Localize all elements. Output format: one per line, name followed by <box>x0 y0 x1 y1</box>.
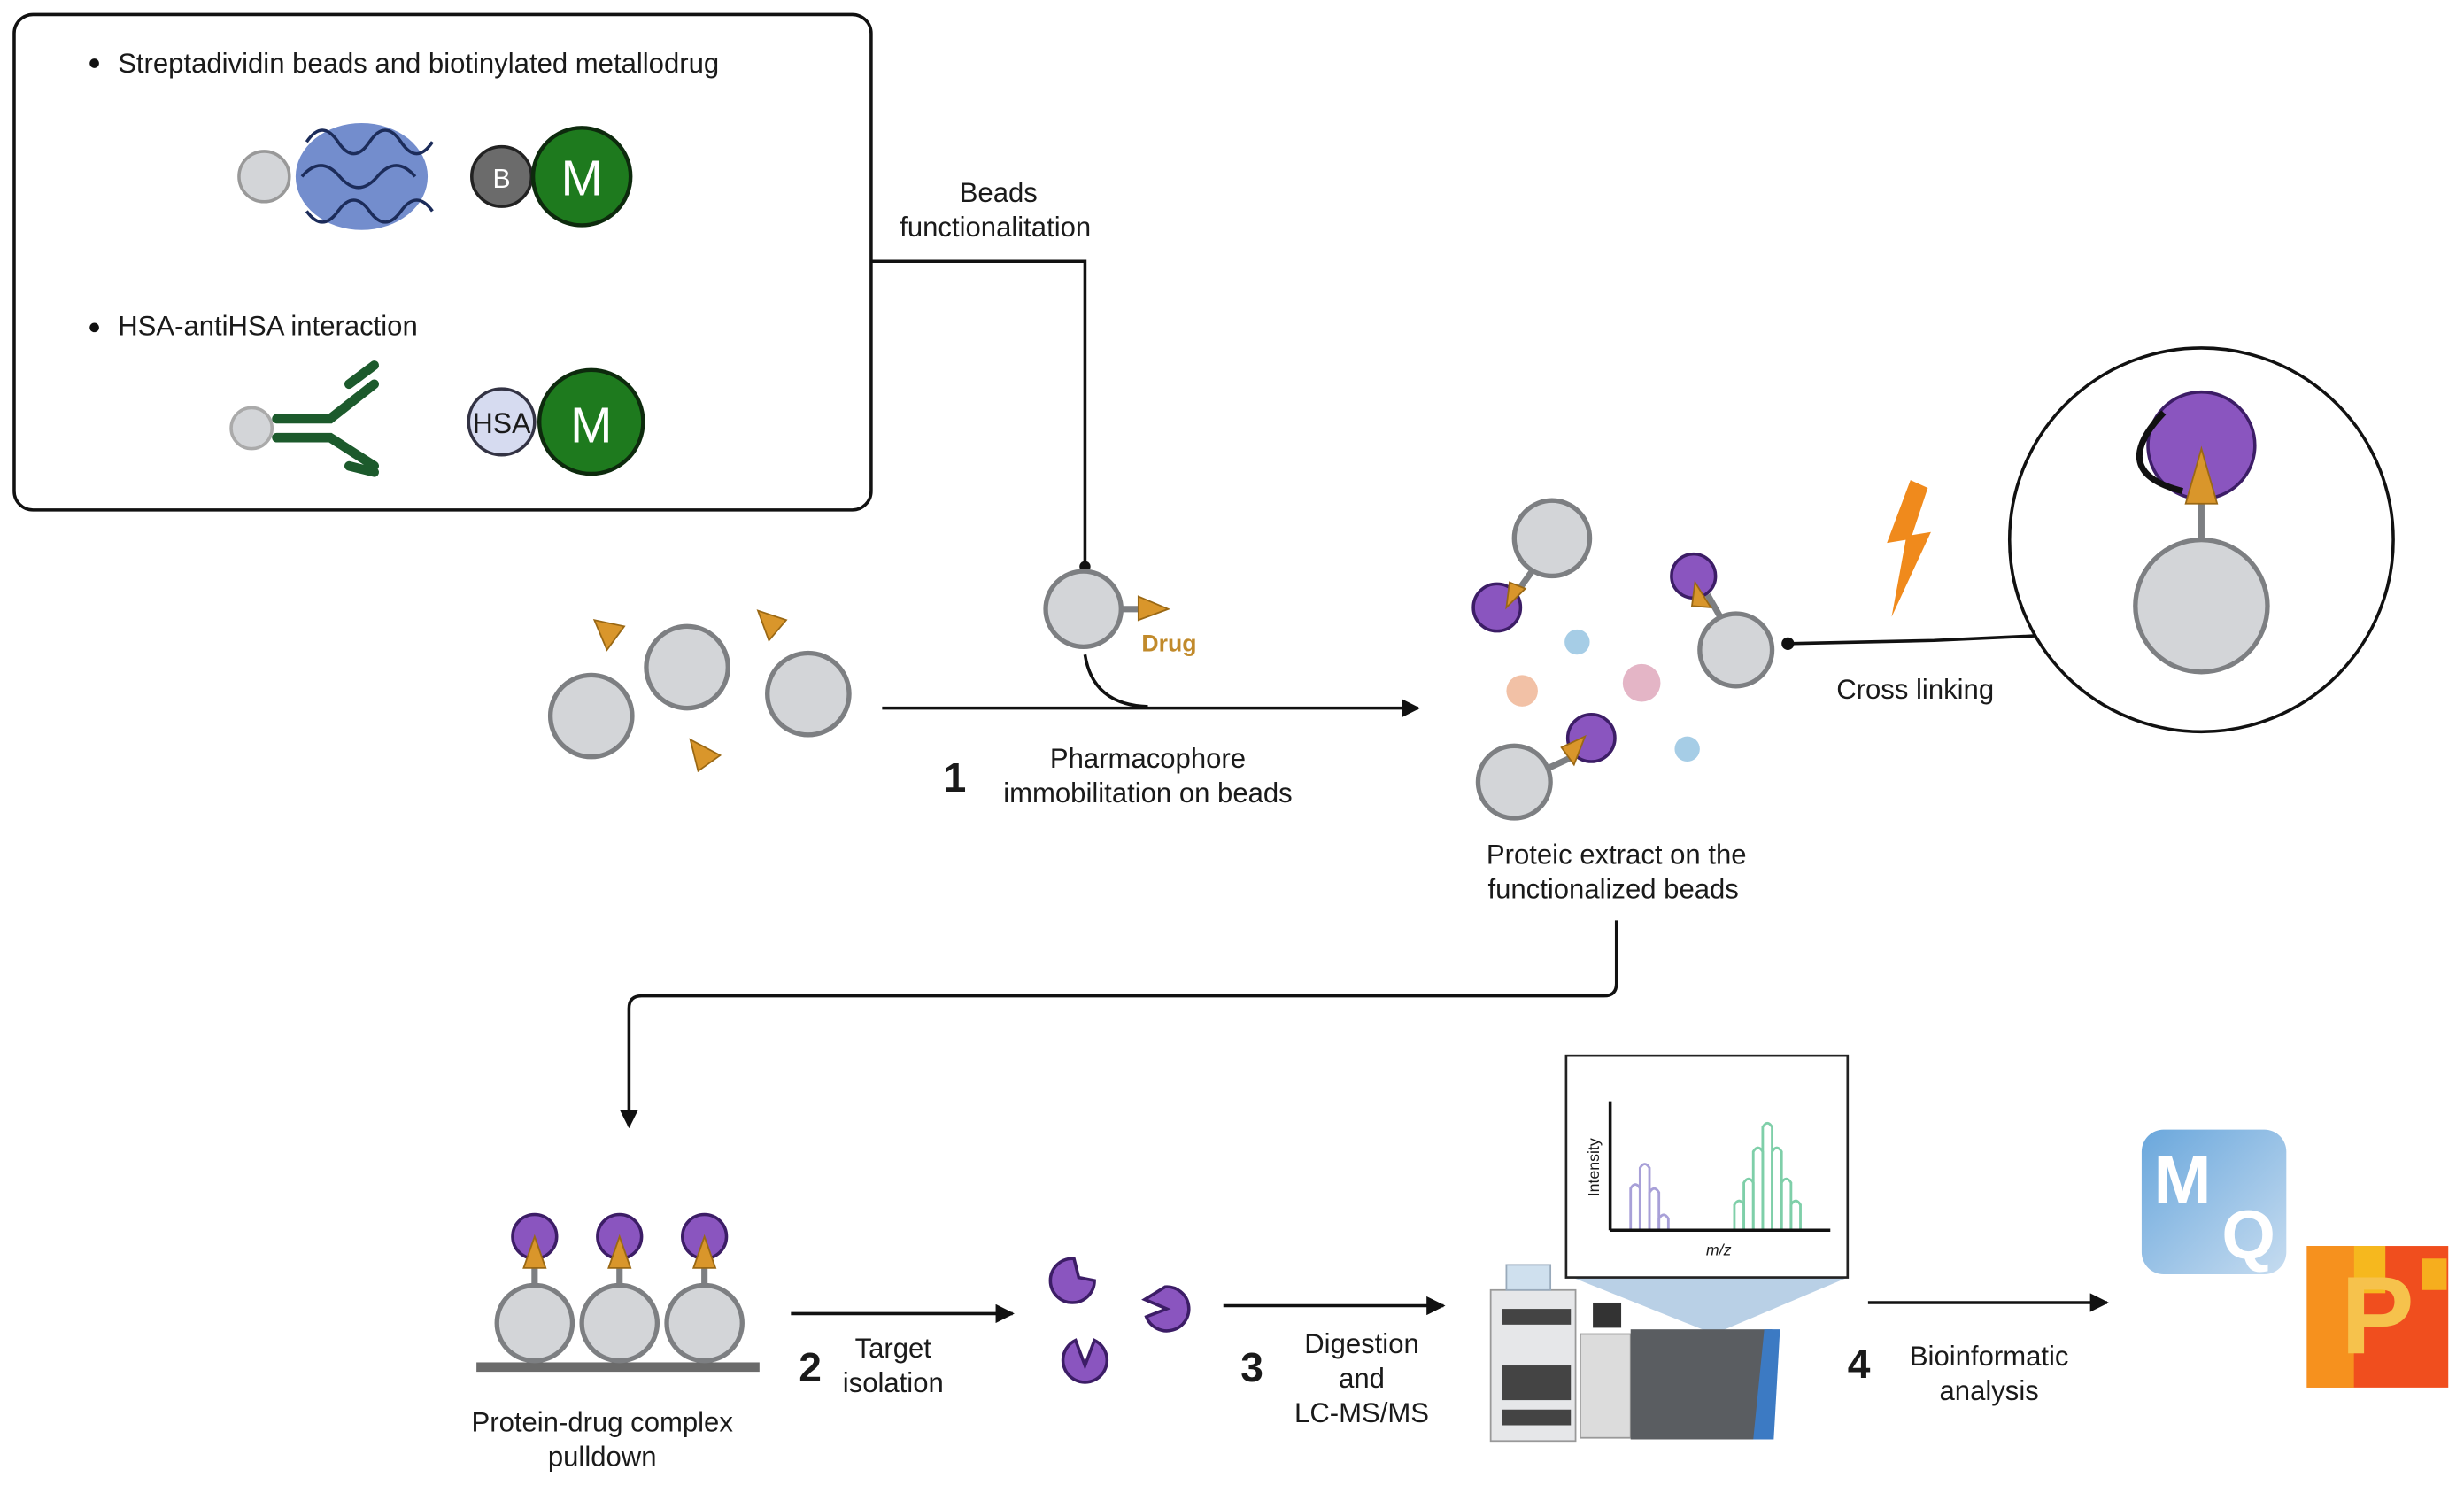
complex-2 <box>579 1212 660 1364</box>
drug-icon <box>592 618 626 652</box>
spectrum-peak-group1 <box>1648 1187 1661 1229</box>
bead-icon <box>229 406 274 451</box>
bullet-icon <box>89 58 99 68</box>
spectrum-peak-group2 <box>1789 1199 1802 1229</box>
bead-icon <box>237 150 291 204</box>
bullet-hsa: HSA-antiHSA interaction <box>118 311 418 342</box>
methods-panel: Streptadividin beads and biotinylated me… <box>12 12 873 512</box>
bullet-streptavidin: Streptadividin beads and biotinylated me… <box>118 48 719 79</box>
spectrum-peak-group2 <box>1761 1121 1773 1229</box>
proteic-extract-group <box>1471 498 1775 821</box>
streptavidin-protein-icon <box>295 122 434 230</box>
metallodrug-icon <box>537 367 645 476</box>
pulldown-group <box>476 1212 760 1373</box>
connector-line <box>870 259 1087 567</box>
isolated-targets <box>1048 1257 1191 1384</box>
y-axis-label: Intensity <box>1585 1138 1603 1196</box>
antibody-icon <box>272 360 380 477</box>
bead-icon <box>2133 537 2270 675</box>
functionalized-bead-icon <box>1043 569 1124 650</box>
step1-number: 1 <box>944 754 967 801</box>
cross-link-connector <box>1788 634 2037 646</box>
drug-icon <box>1137 595 1170 622</box>
spectrum-peak-group1 <box>1638 1163 1651 1229</box>
drug-label: Drug <box>1141 630 1196 657</box>
step2-label: isolation <box>843 1367 944 1398</box>
step4-number: 4 <box>1848 1341 1871 1387</box>
proteic-label: Proteic extract on the <box>1487 839 1747 870</box>
pulldown-label: Protein-drug complex <box>472 1407 734 1438</box>
bullet-icon <box>89 322 99 333</box>
biotin-label: B <box>492 165 510 194</box>
spectrum-peak-group2 <box>1771 1146 1783 1229</box>
label-functionalitation: functionalitation <box>900 212 1091 243</box>
metal-label: M <box>570 398 612 454</box>
bead-icon <box>644 623 730 711</box>
step4-label: Bioinformatic <box>1910 1341 2069 1372</box>
step4-label: analysis <box>1940 1375 2039 1406</box>
spectrum-peak-group1 <box>1657 1213 1670 1229</box>
svg-text:P: P <box>2341 1254 2414 1377</box>
connector-arrow <box>619 920 1618 1129</box>
ms-spectrum-inset: Intensity m/z <box>1564 1054 1850 1279</box>
bead-icon <box>1511 498 1593 579</box>
free-beads-group <box>547 609 852 773</box>
bead-icon <box>1475 743 1553 821</box>
bead-icon <box>765 650 852 738</box>
proteic-label: functionalized beads <box>1487 874 1738 905</box>
hsa-icon <box>467 387 537 457</box>
perseus-logo: P <box>2306 1246 2449 1388</box>
protein-icon <box>1564 629 1590 655</box>
step1-label: Pharmacophore <box>1050 743 1246 774</box>
hsa-label: HSA <box>473 407 531 439</box>
step3-label: Digestion <box>1304 1328 1419 1359</box>
lightning-icon <box>1887 480 1931 617</box>
spectrum-peak-group2 <box>1780 1177 1793 1229</box>
bead-icon <box>547 672 635 760</box>
step3-number: 3 <box>1240 1344 1263 1390</box>
step2-label: Target <box>855 1333 932 1364</box>
metal-label: M <box>560 151 602 207</box>
maxquant-logo: M Q <box>2141 1129 2287 1275</box>
complex-3 <box>664 1212 745 1364</box>
metallodrug-icon <box>530 126 633 228</box>
svg-text:Q: Q <box>2221 1195 2275 1273</box>
step1-label: immobilitation on beads <box>1003 777 1293 808</box>
step3-label: and <box>1339 1363 1385 1394</box>
protein-icon <box>1506 675 1538 707</box>
step2-number: 2 <box>799 1344 822 1390</box>
drug-icon <box>689 738 722 773</box>
label-beads: Beads <box>960 177 1038 208</box>
x-axis-label: m/z <box>1706 1242 1732 1259</box>
svg-text:M: M <box>2154 1141 2212 1218</box>
drug-icon <box>756 609 788 643</box>
protein-icon <box>1622 663 1661 702</box>
lc-ms-instrument-icon <box>1489 1264 1848 1443</box>
complex-1 <box>494 1212 575 1364</box>
crosslink-zoom-circle <box>2007 346 2395 734</box>
protein-icon <box>1674 736 1700 762</box>
cross-linking-label: Cross linking <box>1836 674 1994 705</box>
bead-icon <box>1697 611 1775 689</box>
step3-label: LC-MS/MS <box>1294 1397 1429 1428</box>
pulldown-label: pulldown <box>548 1442 657 1473</box>
